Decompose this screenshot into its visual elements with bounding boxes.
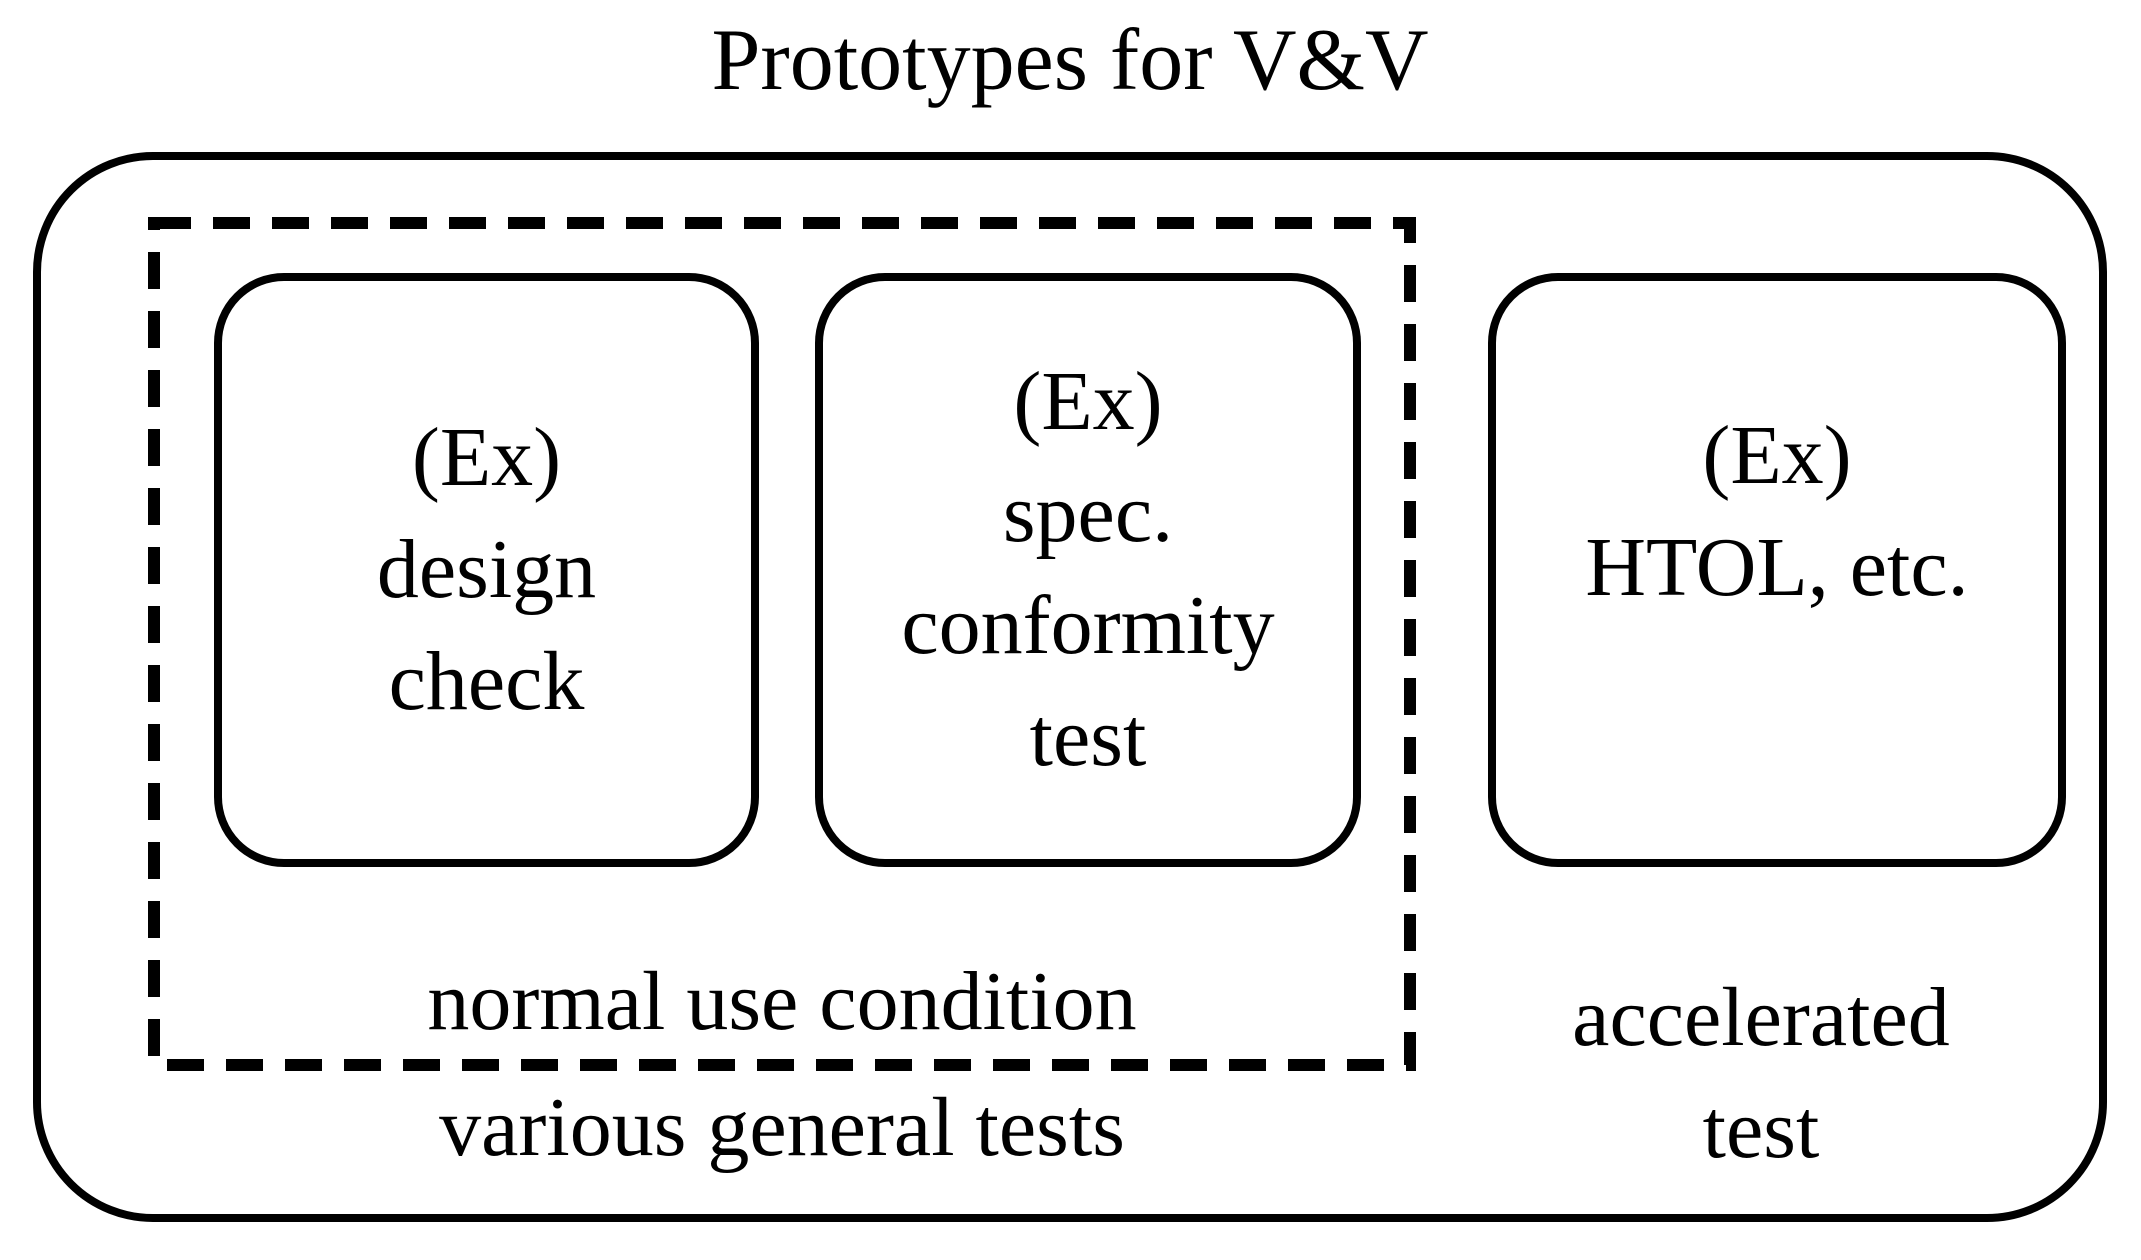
box-line: conformity	[901, 579, 1275, 672]
box-text: (Ex) HTOL, etc.	[1585, 400, 1968, 624]
label-line: accelerated	[1572, 971, 1950, 1064]
label-various-general-tests: various general tests	[439, 1081, 1125, 1174]
box-line: design	[376, 523, 597, 616]
box-line: HTOL, etc.	[1585, 521, 1969, 614]
label-accelerated-test: accelerated test	[1415, 962, 2107, 1186]
box-line: check	[388, 635, 585, 728]
box-line: (Ex)	[411, 411, 562, 504]
box-text: (Ex) design check	[377, 402, 596, 738]
box-htol: (Ex) HTOL, etc.	[1488, 273, 2066, 867]
box-line: (Ex)	[1702, 409, 1852, 502]
label-normal-use-condition: normal use condition	[427, 955, 1137, 1048]
box-design-check: (Ex) design check	[214, 273, 759, 867]
box-line: test	[1029, 691, 1147, 784]
outer-group-border	[33, 152, 2107, 1222]
dashed-rect	[148, 217, 1416, 1071]
box-spec-conformity-test: (Ex) spec. conformity test	[815, 273, 1361, 867]
label-line: test	[1702, 1083, 1820, 1176]
dashed-group-border	[148, 217, 1416, 1071]
diagram-title: Prototypes for V&V	[711, 12, 1429, 109]
box-line: spec.	[1002, 467, 1174, 560]
box-text: (Ex) spec. conformity test	[901, 346, 1274, 794]
box-line: (Ex)	[1013, 355, 1163, 448]
